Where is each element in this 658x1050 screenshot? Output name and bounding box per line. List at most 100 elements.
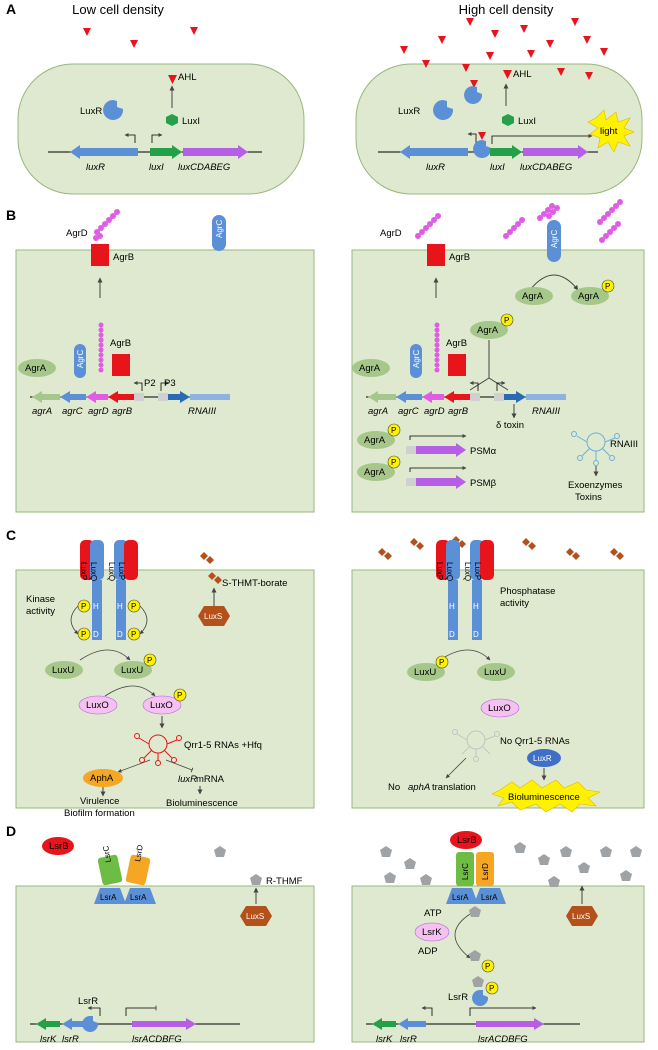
p-c5: P [147, 656, 152, 665]
agra-cyto-right [352, 359, 390, 377]
light-label: light [600, 126, 618, 137]
p-c2: P [131, 602, 136, 611]
lsrd-icon [125, 854, 151, 886]
luxq-label-l2: LuxQ [107, 562, 116, 581]
luxr-protein-icon [103, 100, 124, 120]
luxi-gene-arrow-right [490, 145, 522, 159]
luxp-label-r1: LuxP [435, 562, 444, 580]
luxs-label: LuxS [204, 612, 222, 621]
luxo-label-right: LuxO [488, 703, 511, 714]
p-c7: P [439, 658, 444, 667]
cell-c-left [15, 569, 315, 809]
agra-gene-arrow [32, 391, 60, 403]
low-density-title: Low cell density [72, 2, 164, 17]
luxi-protein-label-right: LuxI [518, 116, 536, 127]
agra-protein-right [515, 287, 553, 305]
exoenzymes-label: Exoenzymes [568, 480, 623, 491]
psma-gene-arrow [416, 443, 466, 457]
luxr-gene-label: luxR [86, 162, 105, 173]
panel-b: B AgrD AgrB AgrC AgrA AgrC AgrB P2 [6, 199, 645, 513]
luxr-ahl-complex-icon [464, 86, 483, 104]
luxs-d-left-label: LuxS [246, 912, 264, 921]
no-apha-gene: aphA [408, 782, 430, 793]
bioluminescence-burst-icon [491, 779, 601, 813]
psma-label: PSMα [470, 446, 497, 457]
toxins-label: Toxins [575, 492, 602, 503]
virulence-label: Virulence [80, 796, 119, 807]
agrb-gene-label-right: agrB [448, 406, 469, 417]
agra-p-protein-right [571, 287, 609, 305]
phospho-label-2: P [504, 316, 509, 325]
agrc-membrane-icon [212, 215, 226, 251]
luxr-protein-icon-right [433, 100, 454, 120]
lsrk-gene-label-right: lsrK [376, 1034, 393, 1045]
luxq-label-r2: LuxQ [463, 562, 472, 581]
phospho-label-3: P [391, 426, 396, 435]
luxp-label-l2: LuxP [117, 562, 126, 580]
cell-high-density [355, 63, 643, 195]
panel-letter-b: B [6, 207, 16, 223]
luxo-protein [78, 695, 118, 715]
lsrb-protein-right [450, 831, 482, 849]
lsrr-gene-label-right: lsrR [400, 1034, 417, 1045]
luxu-p-label-right: LuxU [414, 667, 436, 678]
s-thmt-label: S-THMT-borate [222, 578, 287, 589]
agrd-peptide-icon [93, 209, 120, 241]
d-label-l2: D [117, 630, 123, 639]
phospho-label-1: P [605, 282, 610, 291]
psmb-gene-arrow [416, 475, 466, 489]
luxr-mrna-suffix: mRNA [196, 774, 225, 785]
lsrd-icon-right [476, 852, 494, 886]
operon-label-right: luxCDABEG [520, 162, 572, 173]
luxp-label-r2: LuxP [473, 562, 482, 580]
agra-cyto-right-label: AgrA [359, 363, 381, 374]
agrb-cyto-icon [112, 354, 130, 376]
p-c6: P [177, 691, 182, 700]
h-label-l2: H [117, 602, 123, 611]
lsra-label-r2: LsrA [481, 893, 498, 902]
panel-a: A Low cell density High cell density AHL… [6, 1, 643, 195]
luxs-enzyme-d-left [240, 906, 272, 926]
luxr-protein-label-right: LuxR [398, 106, 420, 117]
luxs-enzyme-d-right [566, 906, 598, 926]
rnaiii-structure-icon [571, 431, 620, 466]
luxs-d-right-label: LuxS [572, 912, 590, 921]
agrd-propeptide-icon [98, 322, 104, 373]
qrr-label: Qrr1-5 RNAs +Hfq [184, 740, 262, 751]
operon-label: luxCDABEG [178, 162, 230, 173]
luxi-protein-icon-right [502, 114, 514, 126]
agra-psmb-label: AgrA [364, 467, 386, 478]
apha-protein [83, 769, 123, 787]
phosphatase-label-2: activity [500, 598, 529, 609]
agrd-gene-arrow [86, 391, 108, 403]
p-d2: P [489, 984, 494, 993]
lsra-icon-2 [124, 888, 156, 904]
rnaiii-gene-label: RNAIII [188, 406, 216, 417]
agrd-label: AgrD [66, 228, 88, 239]
agra-label-right: AgrA [522, 291, 544, 302]
cell-c-right [351, 569, 645, 809]
rnaiii-gene-arrow [168, 391, 190, 403]
d-label-l1: D [93, 630, 99, 639]
agrc-membrane-label-right: AgrC [550, 230, 559, 248]
light-burst-icon [587, 109, 635, 153]
luxu-p-protein [114, 661, 152, 679]
lsrr-label-left: LsrR [78, 996, 98, 1007]
luxr-gene-arrow [70, 145, 138, 159]
agrd-label-right: AgrD [380, 228, 402, 239]
luxr-protein-c [527, 749, 561, 767]
d-label-r2: D [473, 630, 479, 639]
lsrr-label-right: LsrR [448, 992, 468, 1003]
agra-p-central-label: AgrA [477, 325, 499, 336]
lsrc-label: LsrC [101, 845, 113, 863]
lsra-icon-1 [94, 888, 126, 904]
luxq-label-r1: LuxQ [445, 562, 454, 581]
luxr-protein-label: LuxR [80, 106, 102, 117]
luxi-gene-label-right: luxI [490, 162, 505, 173]
luxo-label: LuxO [86, 700, 109, 711]
biofilm-label: Biofilm formation [64, 808, 135, 819]
kinase-label-2: activity [26, 606, 55, 617]
lsrr-repressor-icon [82, 1016, 99, 1032]
luxo-p-label: LuxO [150, 700, 173, 711]
